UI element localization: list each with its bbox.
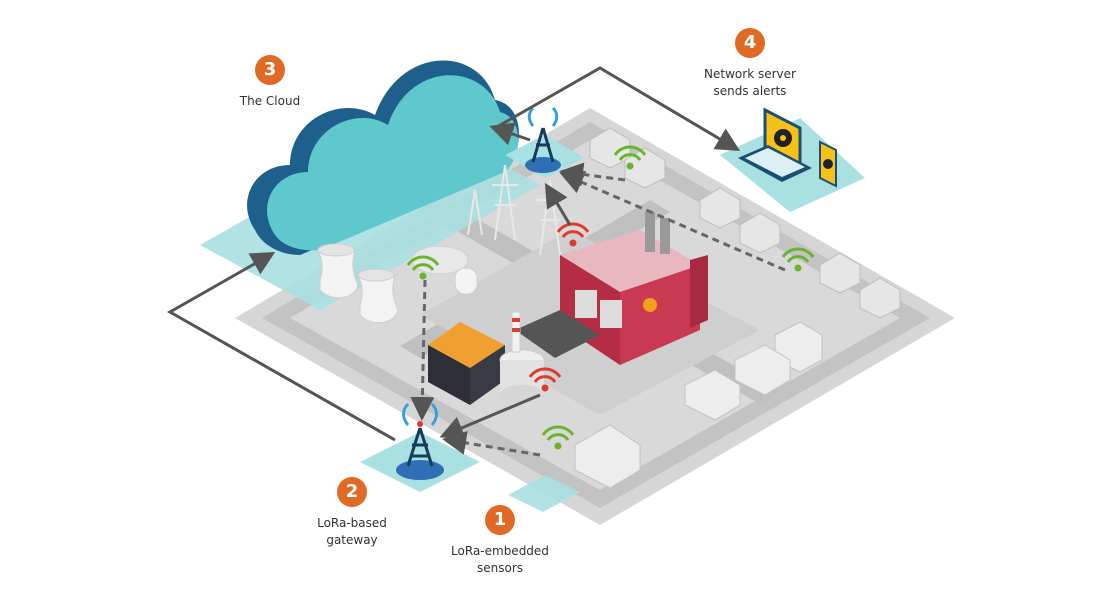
lora-gateway-secondary-icon	[525, 106, 561, 173]
step-4-alerts: 4 Network server sends alerts	[680, 28, 820, 100]
step-4-badge: 4	[735, 28, 765, 58]
office-buildings	[574, 321, 823, 489]
cloud-icon	[247, 60, 519, 256]
sensor-pad	[508, 475, 580, 512]
power-plant	[515, 212, 708, 365]
data-flow-arrows	[166, 66, 741, 442]
phone-radiation-alert-icon	[819, 140, 837, 188]
step-3-badge: 3	[255, 55, 285, 85]
wifi-sensor-red-icon	[528, 222, 590, 392]
step-2-badge: 2	[337, 477, 367, 507]
wifi-sensor-green-icon	[406, 145, 815, 450]
lora-gateway-main-icon	[396, 402, 444, 480]
reactor-building	[428, 311, 545, 405]
step-3-cloud: 3 The Cloud	[210, 55, 330, 110]
laptop-radiation-alert-icon	[738, 107, 812, 182]
step-2-label-line1: LoRa-based	[317, 516, 387, 530]
step-2-gateway: 2 LoRa-based gateway	[292, 477, 412, 549]
step-1-badge: 1	[485, 505, 515, 535]
step-1-label-line2: sensors	[476, 561, 524, 575]
step-1-label-line1: LoRa-embedded	[451, 544, 549, 558]
transmission-towers	[467, 164, 563, 256]
residential-houses	[589, 127, 901, 319]
step-2-label-line2: gateway	[326, 533, 378, 547]
step-4-label-line2: sends alerts	[713, 84, 787, 98]
step-3-label-line1: The Cloud	[239, 94, 301, 108]
sensor-links	[410, 162, 786, 457]
step-4-label-line1: Network server	[704, 67, 796, 81]
cooling-towers	[317, 243, 478, 324]
step-1-sensors: 1 LoRa-embedded sensors	[440, 505, 560, 577]
